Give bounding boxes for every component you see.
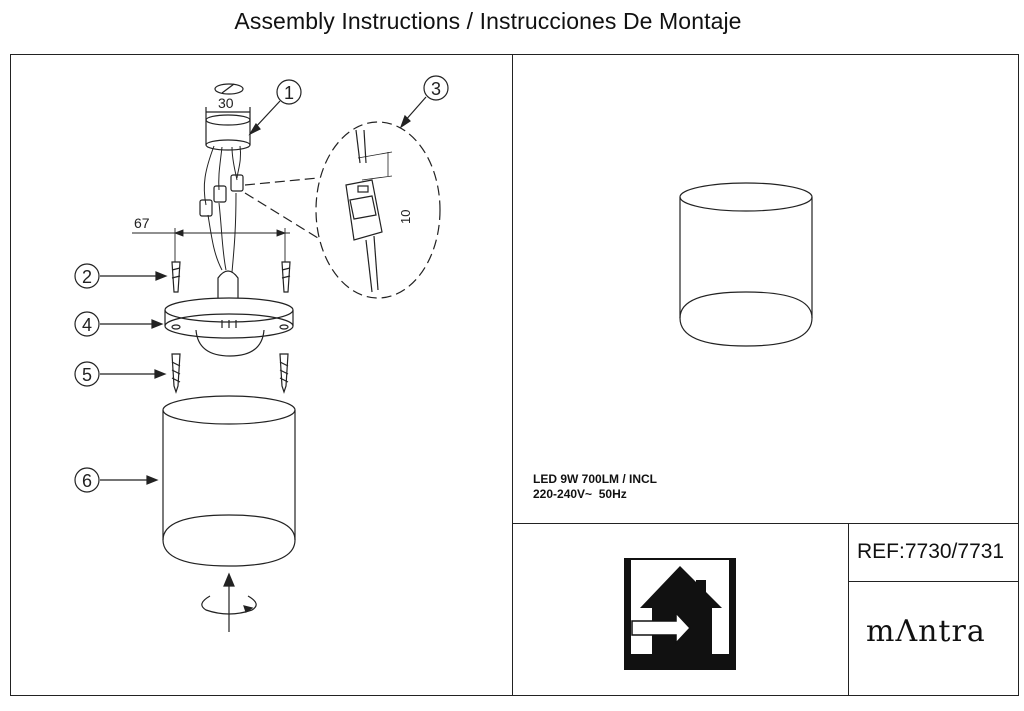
brand-logo: mΛntra (866, 614, 986, 649)
dim-spacing (132, 228, 290, 262)
callout-1 (276, 79, 302, 105)
dim-strip-label: 10 (398, 210, 413, 224)
wire-strip-detail (345, 129, 393, 293)
divider (512, 523, 1019, 524)
detail-bubble (315, 121, 441, 299)
divider (848, 581, 1019, 582)
screws (171, 353, 289, 394)
terminal-blocks (199, 174, 244, 217)
mounting-plate (164, 270, 294, 357)
reference-number: REF:7730/7731 (857, 540, 1005, 563)
divider (512, 54, 513, 696)
callout-2 (74, 263, 100, 289)
callout-4 (74, 311, 100, 337)
callout-2-label: 2 (82, 267, 92, 287)
lamp-housing (162, 395, 296, 567)
ceiling-hole (205, 83, 251, 151)
wall-plugs (171, 261, 291, 293)
callout-4-label: 4 (82, 315, 92, 335)
spec-block: LED 9W 700LM / INCL 220-240V~ 50Hz (533, 472, 657, 502)
spec-voltage: 220-240V~ 50Hz (533, 487, 627, 501)
product-view (679, 182, 813, 347)
sheet-frame (10, 54, 1019, 696)
callout-5 (74, 361, 100, 387)
callout-5-label: 5 (82, 365, 92, 385)
indoor-use-house-icon (624, 558, 736, 670)
supply-wires (203, 145, 242, 273)
dim-spacing-label: 67 (134, 215, 150, 231)
page-title: Assembly Instructions / Instrucciones De… (234, 8, 742, 34)
rotate-arrow-icon (201, 572, 257, 632)
callout-6 (74, 467, 100, 493)
callout-6-label: 6 (82, 471, 92, 491)
dim-hole-label: 30 (218, 95, 234, 111)
callout-1-label: 1 (284, 83, 294, 103)
callout-3 (423, 75, 449, 101)
spec-power: LED 9W 700LM / INCL (533, 472, 658, 486)
divider (848, 523, 849, 696)
callout-3-label: 3 (431, 79, 441, 99)
assembly-diagram: 30 1 3 10 (74, 75, 449, 632)
